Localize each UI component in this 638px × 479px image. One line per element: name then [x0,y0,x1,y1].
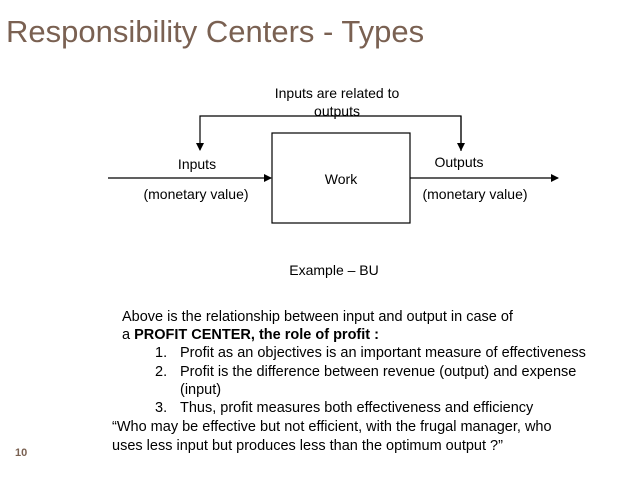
outputs-label: Outputs [434,154,484,170]
quote: “Who may be effective but not efficient,… [112,418,632,456]
intro-prefix: a [122,327,135,344]
list-item: 1. Profit as an objectives is an importan… [155,344,633,362]
list-item: (input) [180,381,633,399]
intro-line-1: Above is the relationship between input … [122,309,513,325]
inputs-sub-label: (monetary value) [143,186,249,202]
inputs-label: Inputs [177,156,217,172]
quote-line-1: “Who may be effective but not efficient,… [112,419,552,435]
relation-label-line2: outputs [314,103,360,119]
profit-center-heading: PROFIT CENTER, the role of profit : [134,327,379,344]
list-text: Thus, profit measures both effectiveness… [180,400,534,417]
list-number: 3. [155,400,168,417]
example-label: Example – BU [289,262,379,278]
intro-line-2: a PROFIT CENTER, the role of profit : [108,326,633,344]
work-box [271,132,411,224]
relation-label-line1: Inputs are related to [274,85,400,101]
list-number: 1. [155,345,168,362]
profit-points-list: 1. Profit as an objectives is an importan… [108,344,633,417]
outputs-sub-label: (monetary value) [422,186,528,202]
quote-line-2: uses less input but produces less than t… [112,438,503,454]
list-text: (input) [180,381,222,398]
page-number: 10 [15,447,28,459]
body-text: Above is the relationship between input … [108,308,633,417]
slide-title: Responsibility Centers - Types [6,14,425,49]
work-label: Work [324,171,358,187]
list-item: 3. Thus, profit measures both effectivene… [155,399,633,417]
list-item: 2. Profit is the difference between reven… [155,363,633,381]
list-text: Profit as an objectives is an important … [180,345,586,362]
list-number: 2. [155,363,168,380]
list-text: Profit is the difference between revenue… [180,363,577,380]
